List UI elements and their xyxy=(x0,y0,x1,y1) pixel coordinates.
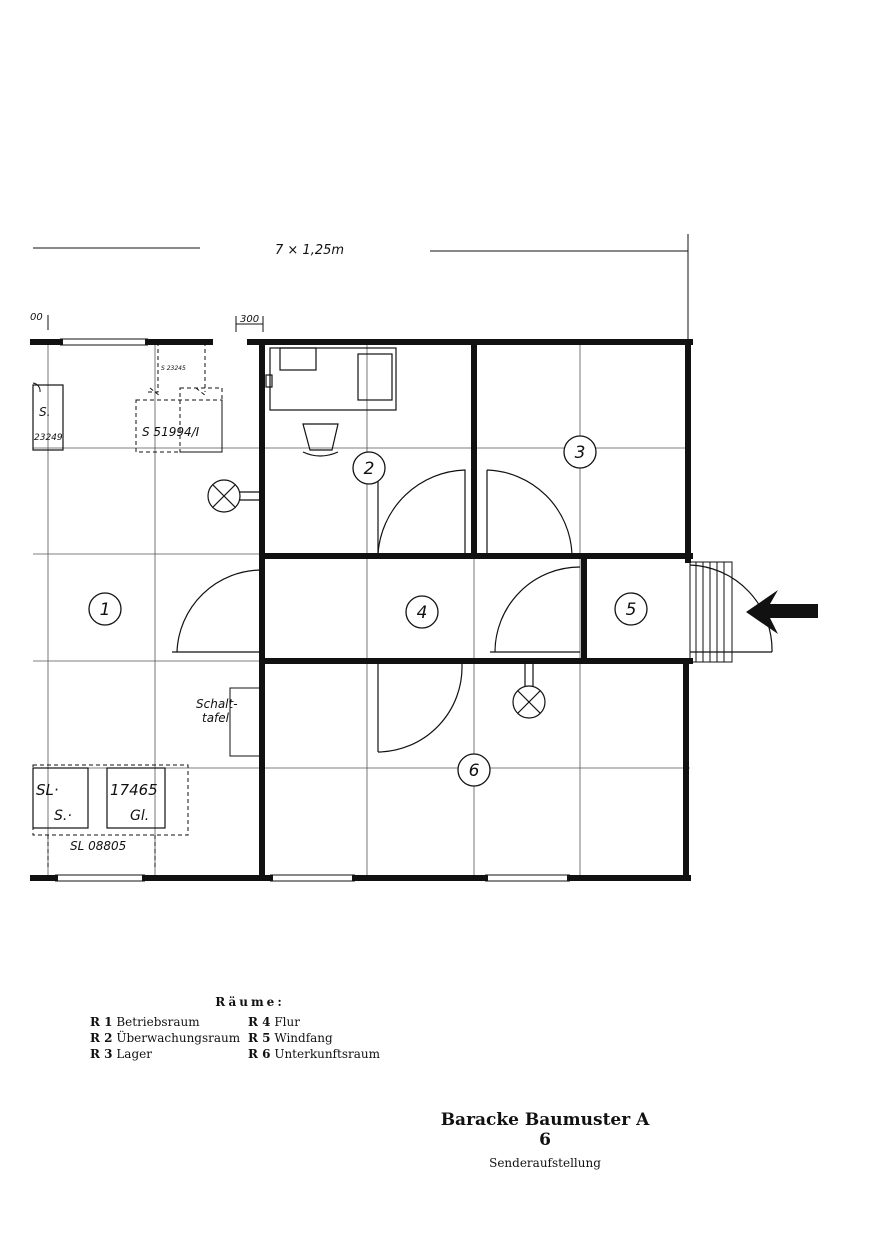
legend-item: R 4 Flur xyxy=(248,1015,388,1029)
legend-name: Lager xyxy=(116,1047,152,1061)
legend-item: R 3 Lager xyxy=(90,1047,248,1061)
legend-name: Betriebsraum xyxy=(116,1015,200,1029)
room-legend: Räume: R 1 Betriebsraum R 4 Flur R 2 Übe… xyxy=(90,995,410,1061)
walls xyxy=(30,339,693,881)
legend-name: Überwachungsraum xyxy=(116,1031,241,1045)
drawing-title: Baracke Baumuster A 6 xyxy=(440,1110,650,1150)
room-number-6: 6 xyxy=(469,761,480,781)
room-number-3: 3 xyxy=(575,443,586,463)
legend-item: R 1 Betriebsraum xyxy=(90,1015,248,1029)
legend-item: R 2 Überwachungsraum xyxy=(90,1031,248,1045)
equip-sl: SL· xyxy=(36,781,59,799)
dimension-left-fragment: 00 xyxy=(30,312,43,323)
legend-code: R 4 xyxy=(248,1015,271,1029)
legend-name: Flur xyxy=(274,1015,300,1029)
room-marker-6 xyxy=(457,753,491,787)
switchboard-label-1: Schalt- xyxy=(196,697,238,711)
equip-s-dot: S.· xyxy=(54,808,72,824)
legend-grid: R 1 Betriebsraum R 4 Flur R 2 Überwachun… xyxy=(90,1015,410,1061)
room-number-5: 5 xyxy=(626,600,637,620)
solid-equipment xyxy=(32,384,166,829)
switchboard-label-2: tafel xyxy=(202,711,230,725)
entrance-arrow-icon xyxy=(746,590,818,634)
legend-name: Windfang xyxy=(274,1031,333,1045)
equip-s-small: S. xyxy=(39,405,50,419)
entrance-steps xyxy=(689,561,733,663)
dashed-equipment xyxy=(32,342,261,870)
legend-code: R 1 xyxy=(90,1015,113,1029)
legend-title: Räume: xyxy=(215,995,285,1009)
equip-sl-08805: SL 08805 xyxy=(70,839,126,853)
legend-code: R 3 xyxy=(90,1047,113,1061)
title-block: Baracke Baumuster A 6 Senderaufstellung xyxy=(440,1110,650,1170)
legend-code: R 6 xyxy=(248,1047,271,1061)
legend-item: R 5 Windfang xyxy=(248,1031,388,1045)
legend-item: R 6 Unterkunftsraum xyxy=(248,1047,388,1061)
small-ref: S 23245 xyxy=(161,365,186,372)
dimension-300: 300 xyxy=(240,314,259,325)
dimension-top-label: 7 × 1,25m xyxy=(275,243,344,258)
legend-code: R 5 xyxy=(248,1031,271,1045)
room-number-1: 1 xyxy=(100,600,111,620)
legend-name: Unterkunftsraum xyxy=(274,1047,380,1061)
equip-17465: 17465 xyxy=(110,781,158,799)
legend-code: R 2 xyxy=(90,1031,113,1045)
room-marker-4 xyxy=(405,595,439,629)
lamp-icon-room-6 xyxy=(512,661,546,719)
equip-gl: Gl. xyxy=(130,808,149,824)
room-number-4: 4 xyxy=(417,603,428,623)
room-marker-1 xyxy=(88,592,122,626)
equip-s-small-num: 23249 xyxy=(34,433,63,443)
room-marker-3 xyxy=(563,435,597,469)
room-marker-2 xyxy=(352,451,386,485)
equip-s-box: S 51994/I xyxy=(142,425,200,439)
windows xyxy=(55,338,570,882)
room-number-2: 2 xyxy=(364,459,375,479)
doors xyxy=(172,469,773,753)
drawing-subtitle: Senderaufstellung xyxy=(489,1156,601,1170)
top-dimension xyxy=(33,234,689,342)
lamp-icon-room-1 xyxy=(207,479,262,513)
room-markers xyxy=(88,435,648,787)
room-2-furniture xyxy=(265,347,397,457)
room-marker-5 xyxy=(614,592,648,626)
